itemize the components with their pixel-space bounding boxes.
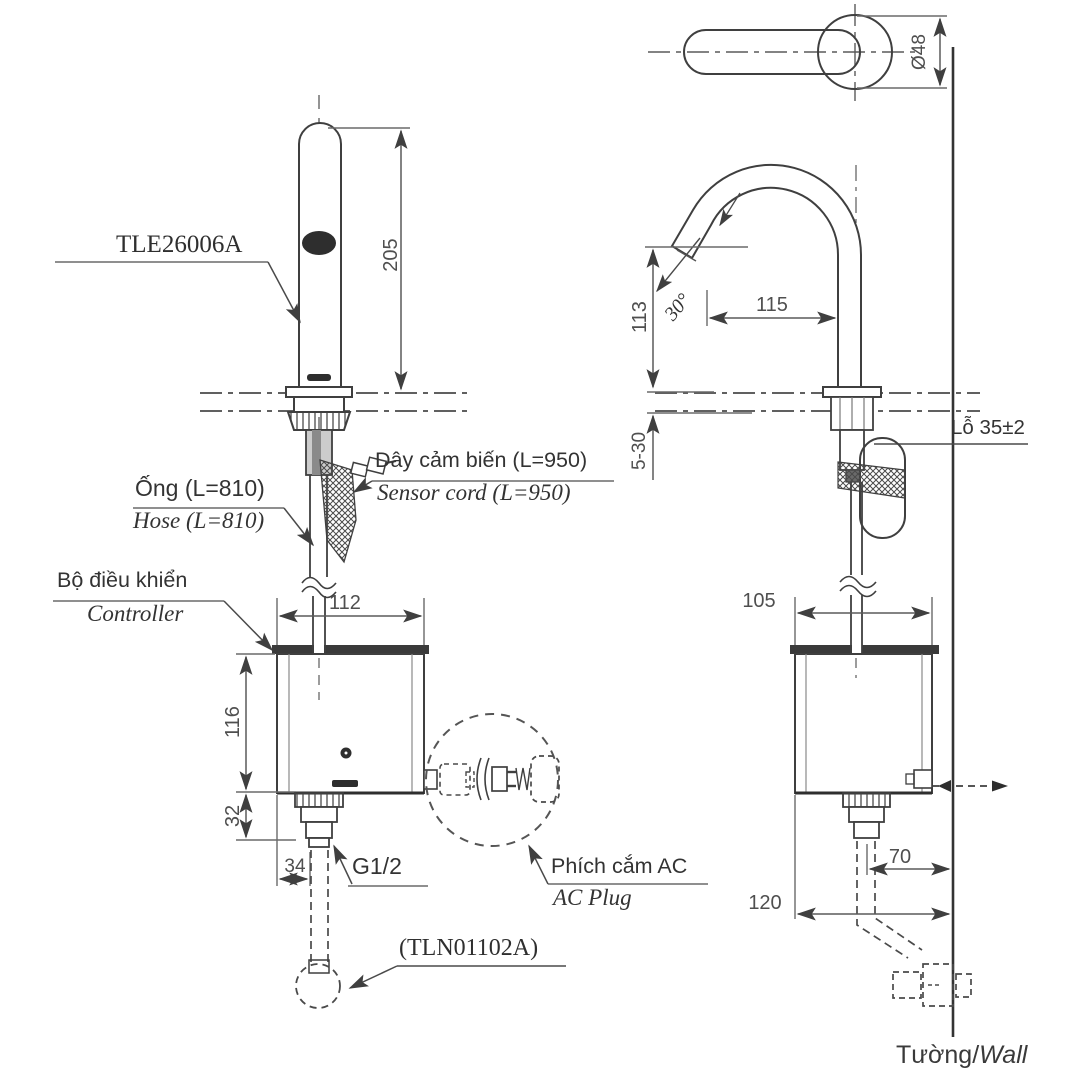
cord-through-wall (932, 780, 1008, 792)
dim-controller-width-side: 105 (742, 590, 776, 612)
controller-label-vi: Bộ điều khiển (57, 568, 188, 592)
wall-label: Tường/Wall (896, 1042, 1027, 1068)
cord-connector (349, 456, 397, 478)
spout-side (670, 163, 862, 392)
hole-label: Lỗ 35±2 (951, 416, 1025, 439)
dim-pipe-wall-offset: 70 (888, 846, 912, 868)
controller-label-en: Controller (87, 601, 184, 626)
ac-plug-detail (423, 713, 560, 847)
dim-offset-34: 34 (284, 856, 306, 877)
ac-plug-label-en: AC Plug (553, 885, 632, 910)
dim-fitting-height: 32 (221, 804, 244, 828)
supply-connection-circle (295, 963, 341, 1009)
wall-label-vi: Tường/ (896, 1041, 980, 1069)
front-view (53, 95, 708, 1009)
dim-box-wall-offset: 120 (748, 892, 782, 914)
side-view (645, 4, 1028, 1037)
sensor-window (302, 231, 336, 255)
hose-label-vi: Ống (L=810) (135, 475, 265, 501)
ac-plug-label-vi: Phích cắm AC (551, 854, 688, 878)
wall-label-en: Wall (979, 1041, 1028, 1069)
drain-code-label: (TLN01102A) (399, 935, 539, 961)
dim-controller-height: 116 (221, 706, 244, 738)
dim-deck-thickness: 5-30 (629, 431, 651, 471)
dim-controller-width-front: 112 (329, 592, 361, 614)
dim-spout-height: 205 (379, 238, 402, 272)
hose-label-en: Hose (L=810) (133, 508, 265, 533)
sensor-cord-label-vi: Dây cảm biến (L=950) (375, 448, 588, 472)
spout-base-top-view (817, 14, 893, 90)
spout-front (298, 122, 342, 390)
inlet-fitting-side (842, 792, 891, 839)
controller-box-side (790, 645, 939, 795)
product-code-label: TLE26006A (116, 231, 243, 258)
aerator-slot (307, 374, 331, 381)
cord-braid-side (837, 461, 906, 499)
controller-box-front (272, 645, 429, 795)
wall-valve (892, 963, 972, 1007)
sensor-cord-braid (319, 459, 357, 564)
inlet-fitting-front (294, 792, 344, 848)
sensor-cord-label-en: Sensor cord (L=950) (377, 480, 571, 505)
thread-label: G1/2 (352, 853, 402, 879)
dim-reach-115: 115 (756, 294, 788, 316)
spout-top-view (683, 29, 861, 75)
dim-outlet-height: 113 (628, 301, 651, 333)
dim-diameter-48: Ø48 (909, 34, 931, 70)
